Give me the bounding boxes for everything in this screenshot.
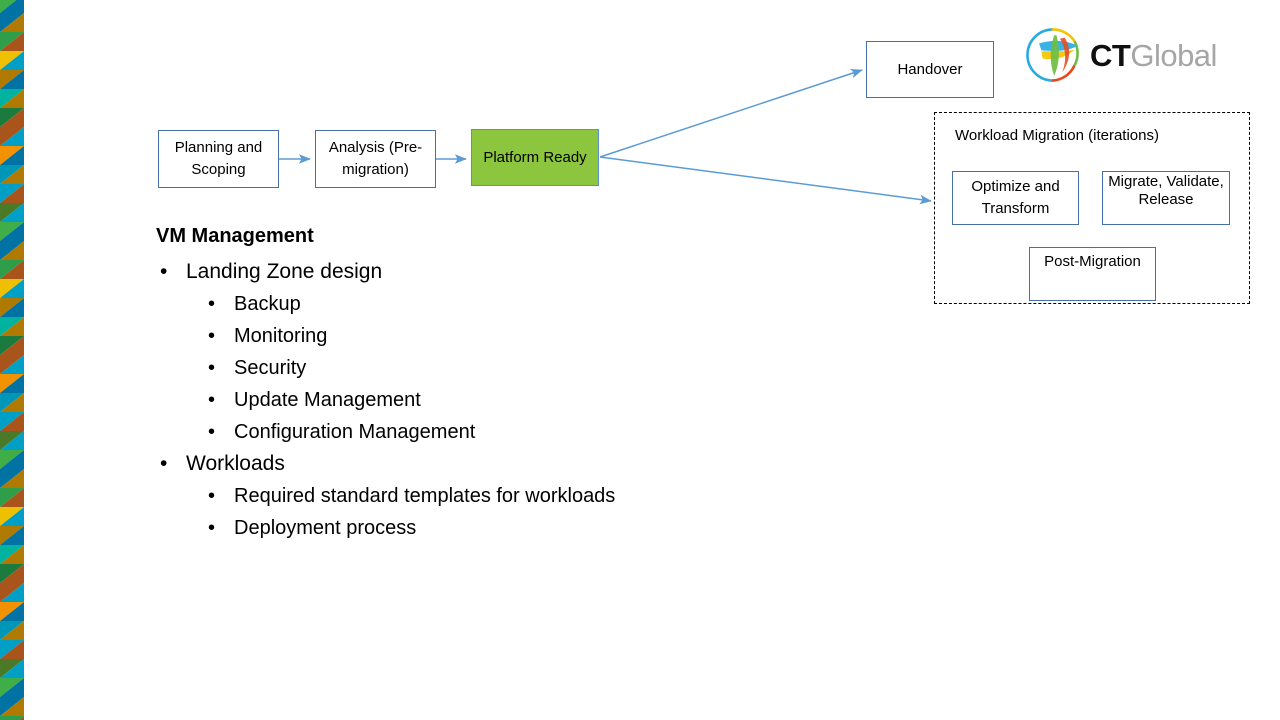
flow-box-post-migration[interactable]: Post-Migration bbox=[1029, 247, 1156, 301]
logo-wordmark: CTGlobal bbox=[1090, 40, 1217, 71]
list-item: • Required standard templates for workloa… bbox=[156, 480, 856, 512]
flow-box-migrate-validate-release[interactable]: Migrate, Validate, Release bbox=[1102, 171, 1230, 225]
content-block: VM Management • Landing Zone design • Backu… bbox=[156, 222, 856, 544]
list-item-label: Monitoring bbox=[234, 324, 328, 347]
flow-box-handover[interactable]: Handover bbox=[866, 41, 994, 98]
ct-global-logo: CTGlobal bbox=[1024, 26, 1238, 84]
bullet-list: • Landing Zone design • Backup • Monitoring • S… bbox=[156, 256, 856, 544]
decorative-triangle-stripe bbox=[0, 0, 24, 720]
flow-box-planning-and-scoping[interactable]: Planning and Scoping bbox=[158, 130, 279, 188]
logo-name-bold: CT bbox=[1090, 37, 1131, 73]
bullet-marker: • bbox=[208, 420, 216, 443]
list-item: • Monitoring bbox=[156, 320, 856, 352]
ct-global-globe-icon bbox=[1026, 28, 1079, 82]
list-item: • Configuration Management bbox=[156, 416, 856, 448]
group-workload-migration-title: Workload Migration (iterations) bbox=[955, 127, 1159, 144]
list-item: • Backup bbox=[156, 288, 856, 320]
list-item-label: Required standard templates for workload… bbox=[234, 484, 616, 507]
group-workload-migration bbox=[934, 112, 1250, 304]
list-item: • Security bbox=[156, 352, 856, 384]
list-item-label: Deployment process bbox=[234, 516, 417, 539]
list-item-label: Backup bbox=[234, 292, 301, 315]
arrow-platform-to-workload-migration bbox=[599, 156, 932, 205]
list-item-label: Configuration Management bbox=[234, 420, 476, 443]
bullet-marker: • bbox=[208, 324, 216, 347]
flow-box-platform-ready[interactable]: Platform Ready bbox=[471, 129, 599, 186]
bullet-marker: • bbox=[160, 451, 168, 475]
list-item-label: Security bbox=[234, 356, 307, 379]
bullet-marker: • bbox=[208, 484, 216, 507]
flow-box-analysis-pre-migration[interactable]: Analysis (Pre-migration) bbox=[315, 130, 436, 188]
bullet-marker: • bbox=[208, 356, 216, 379]
list-item-label: Workloads bbox=[186, 451, 285, 475]
bullet-marker: • bbox=[208, 388, 216, 411]
bullet-marker: • bbox=[160, 260, 168, 283]
logo-name-light: Global bbox=[1130, 37, 1217, 73]
flow-box-optimize-and-transform[interactable]: Optimize and Transform bbox=[952, 171, 1079, 225]
list-item-label: Landing Zone design bbox=[186, 260, 383, 283]
list-item: • Update Management bbox=[156, 384, 856, 416]
arrow-platform-to-handover bbox=[599, 68, 863, 158]
bullet-marker: • bbox=[208, 292, 216, 315]
list-item: • Landing Zone design bbox=[156, 256, 856, 288]
list-item: • Deployment process bbox=[156, 512, 856, 544]
list-item-label: Update Management bbox=[234, 388, 421, 411]
list-item: • Workloads bbox=[156, 448, 856, 480]
page-title: VM Management bbox=[156, 225, 314, 247]
bullet-marker: • bbox=[208, 516, 216, 539]
